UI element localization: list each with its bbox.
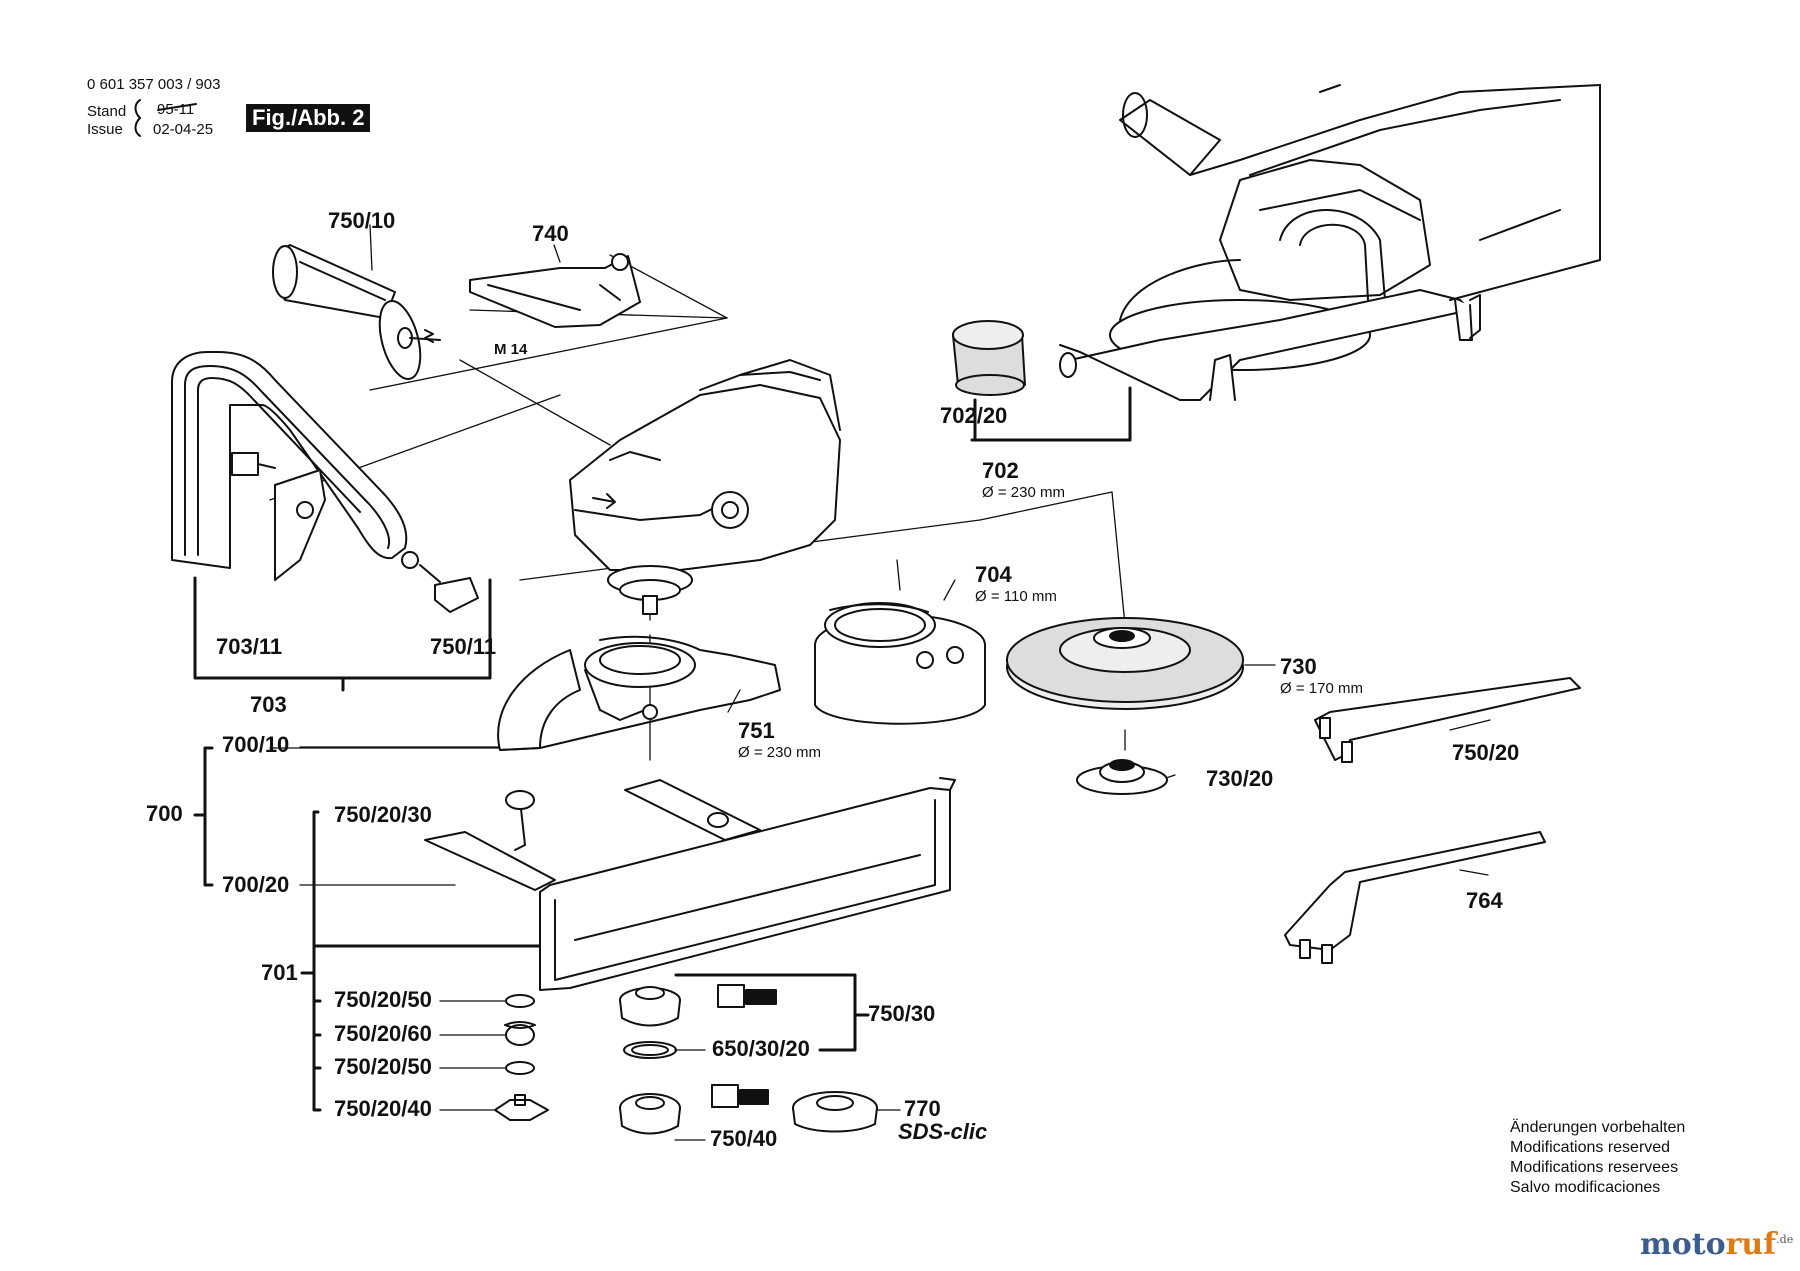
grinder-center-drawing [569,359,841,615]
part-label-750-20-40: 750/20/40 [334,1096,432,1121]
part-label-750-20: 750/20 [1452,740,1520,765]
part-label-703-11: 703/11 [216,634,283,659]
stand-label: Stand [87,103,127,120]
cutting-guide-drawing [424,777,956,991]
part-label-704: 704 [975,562,1012,587]
part-label-700-10: 700/10 [222,732,290,757]
dim-label-751: Ø = 230 mm [738,744,821,761]
fasteners-drawing [494,994,549,1121]
part-label-750-20-50-upper: 750/20/50 [334,987,432,1012]
pin-spanner-drawing [1314,677,1581,763]
part-label-701: 701 [261,960,298,985]
part-label-750-20-60: 750/20/60 [334,1021,432,1046]
guard-bar-drawing [171,351,479,613]
note-german: Änderungen vorbehalten [1510,1119,1686,1136]
part-label-764: 764 [1466,888,1503,913]
note-french: Modifications reservees [1510,1159,1679,1176]
watermark-part2: ruf [1725,1227,1777,1262]
grinder-topright-drawing [1059,84,1601,401]
part-label-740: 740 [532,221,569,246]
note-english: Modifications reserved [1510,1139,1671,1156]
part-label-750-40: 750/40 [710,1126,778,1151]
watermark-part1: moto [1640,1227,1726,1262]
issue-value: 02-04-25 [153,121,214,138]
part-label-750-10: 750/10 [328,208,396,233]
stand-brace [134,99,141,137]
part-number: 0 601 357 003 / 903 [87,76,221,93]
part-label-750-11: 750/11 [430,634,497,659]
extraction-hood-drawing [814,602,986,725]
watermark-logo: motoruf.de [1640,1230,1793,1260]
modification-notes: Änderungen vorbehalten Modifications res… [1510,1118,1685,1198]
watermark-suffix: .de [1776,1233,1794,1246]
grinding-sleeve-drawing [952,320,1026,396]
flanges-drawing [619,984,878,1135]
part-label-750-20-50-lower: 750/20/50 [334,1054,432,1079]
part-label-750-20-30: 750/20/30 [334,802,432,827]
part-label-702-20: 702/20 [940,403,1008,428]
dim-label-730: Ø = 170 mm [1280,680,1363,697]
thread-label-m14: M 14 [494,341,528,358]
part-label-751: 751 [738,718,775,743]
part-label-703: 703 [250,692,287,717]
figure-label: Fig./Abb. 2 [246,104,371,132]
part-label-750-30: 750/30 [868,1001,936,1026]
dim-label-702: Ø = 230 mm [982,484,1065,501]
bracket-740-drawing [469,253,641,328]
dim-label-704: Ø = 110 mm [975,588,1057,605]
part-label-730-20: 730/20 [1206,766,1274,791]
wheel-guard-drawing [497,635,781,751]
two-pin-spanner-drawing [1284,831,1546,964]
part-label-770: 770 [904,1096,941,1121]
stand-value: 95-11 [157,101,195,118]
issue-label: Issue [87,121,123,138]
part-label-700: 700 [146,801,183,826]
sds-clic-label: SDS-clic [898,1119,988,1144]
part-label-730: 730 [1280,654,1317,679]
aux-handle-drawing [272,244,441,380]
part-label-650-30-20: 650/30/20 [712,1036,810,1061]
grinding-disc-drawing [1006,617,1244,710]
note-spanish: Salvo modificaciones [1510,1179,1661,1196]
part-label-700-20: 700/20 [222,872,290,897]
support-flange-drawing [1076,759,1168,795]
part-label-702: 702 [982,458,1019,483]
